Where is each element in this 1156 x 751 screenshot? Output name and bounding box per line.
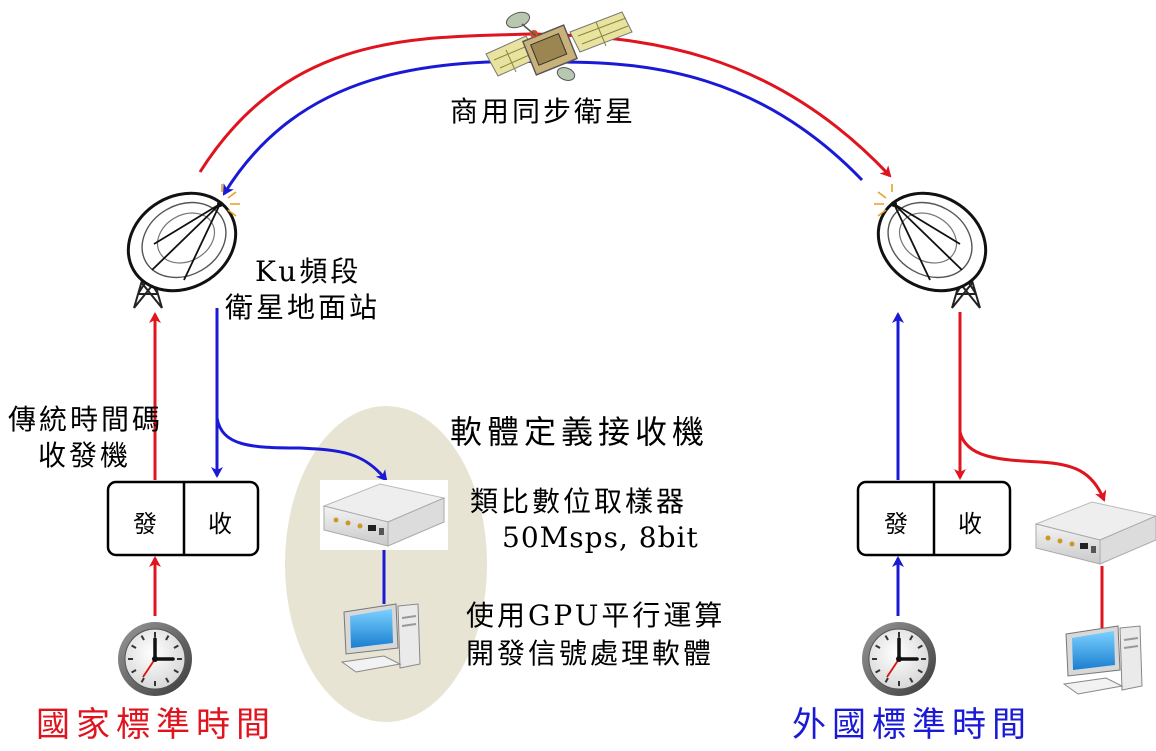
digitizer-device-icon-right (1035, 501, 1156, 565)
sdr-region-ellipse (285, 406, 487, 722)
transceiver-right (856, 480, 1012, 557)
national-time-label: 國家標準時間 (36, 705, 276, 745)
transceiver-left-rx: 收 (208, 510, 234, 538)
dish-antenna-icon-right (859, 172, 1005, 312)
sdr-title: 軟體定義接收機 (450, 413, 710, 451)
transceiver-right-rx: 收 (958, 510, 984, 538)
ground-station-label-line1: Ku頻段 (255, 255, 362, 288)
ground-station-label-line2: 衛星地面站 (225, 291, 381, 324)
computer-icon-left (341, 603, 421, 673)
satellite-icon (485, 11, 633, 81)
transceiver-left (106, 480, 260, 557)
digitizer-label-line2: 50Msps, 8bit (502, 521, 699, 554)
clock-icon-national (116, 620, 194, 698)
foreign-time-label: 外國標準時間 (792, 705, 1032, 745)
digitizer-label-line1: 類比數位取樣器 (470, 485, 688, 518)
computer-icon-right (1063, 625, 1143, 695)
gpu-label-line2: 開發信號處理軟體 (466, 637, 715, 670)
clock-icon-foreign (860, 620, 938, 698)
left-dish-to-digitizer-arrow (215, 417, 388, 482)
satellite-label: 商用同步衛星 (450, 95, 637, 128)
gpu-label-line1: 使用GPU平行運算 (466, 599, 726, 632)
right-dish-to-digitizer-arrow (958, 431, 1107, 502)
timecode-transceiver-label-line1: 傳統時間碼 (8, 403, 164, 436)
transceiver-right-tx: 發 (884, 510, 910, 538)
timecode-transceiver-label-line2: 收發機 (38, 439, 132, 472)
digitizer-device-icon-left (320, 480, 448, 550)
transceiver-left-tx: 發 (133, 510, 159, 538)
